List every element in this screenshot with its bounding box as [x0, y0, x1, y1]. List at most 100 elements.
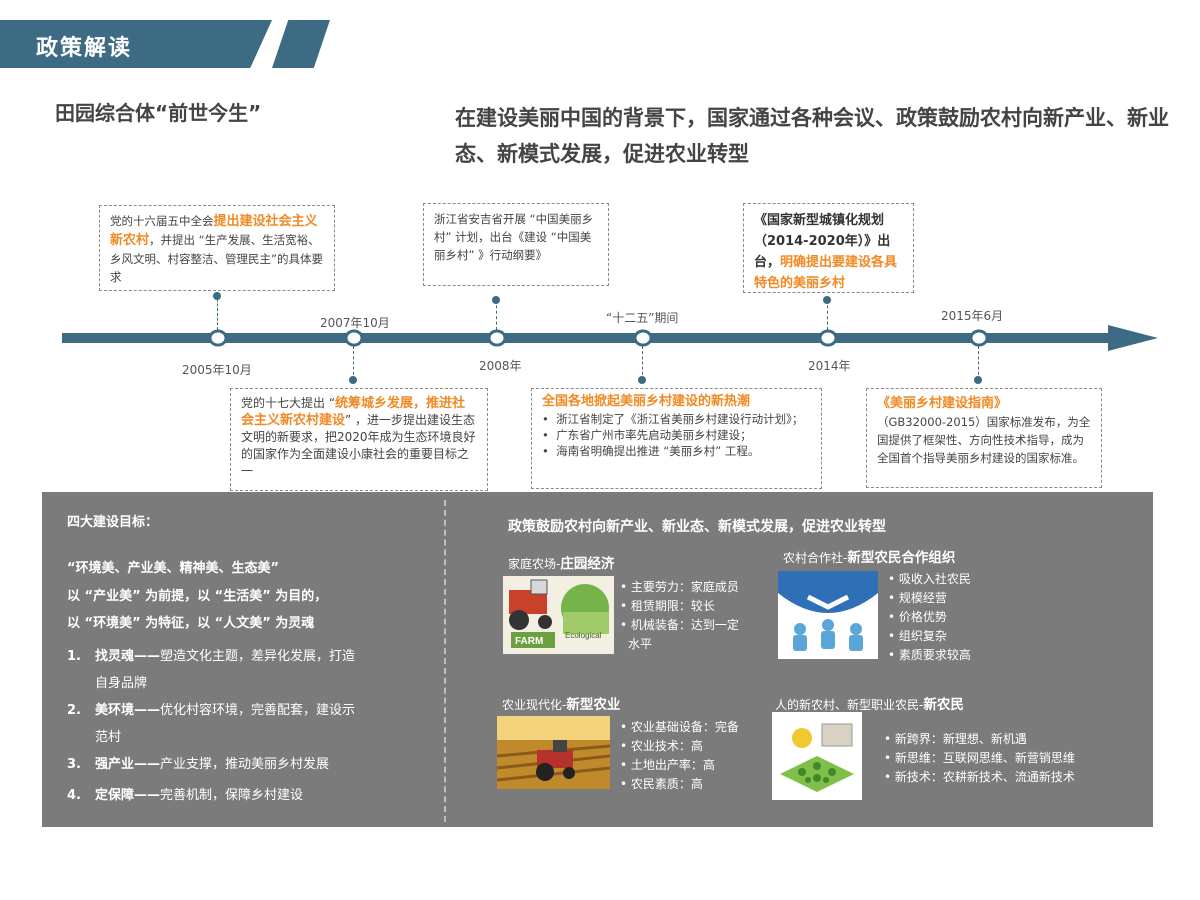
- list-item: • 主要劳力：家庭成员: [620, 580, 739, 594]
- header-banner-title: 政策解读: [36, 36, 133, 61]
- connector-2007: [353, 346, 354, 380]
- block-title-bold: 新型农民合作组织: [847, 550, 956, 566]
- block-title-family-farm: 家庭农场-庄园经济: [508, 552, 614, 572]
- connector-dot: [213, 292, 221, 300]
- event-box-12th-plan: 全国各地掀起美丽乡村建设的新热潮 • 浙江省制定了《浙江省美丽乡村建设行动计划》…: [531, 388, 822, 489]
- list-item-text: 价格优势: [898, 610, 947, 624]
- list-item: • 土地出产率：高: [620, 758, 715, 772]
- goal-number: 3.: [67, 757, 81, 772]
- goal-desc: 完善机制，保障乡村建设: [160, 788, 304, 803]
- block-title-bold: 庄园经济: [560, 556, 615, 572]
- block-list-family-farm: • 主要劳力：家庭成员 • 租赁期限：较长 • 机械装备：达到一定 水平: [620, 578, 760, 654]
- list-item: • 规模经营: [888, 591, 947, 605]
- list-item-text: 吸收入社农民: [898, 572, 971, 586]
- list-item: • 海南省明确提出推进 “美丽乡村” 工程。: [542, 444, 760, 458]
- block-title-bold: 新农民: [923, 697, 964, 713]
- event-text: 《国家新型城镇化规划（2014-2020年）》出台，: [754, 213, 891, 270]
- event-highlight: 《美丽乡村建设指南》: [877, 396, 1008, 411]
- connector-dot: [638, 376, 646, 384]
- year-2008: 2008年: [479, 359, 522, 373]
- section-title: 田园综合体“前世今生”: [55, 101, 262, 125]
- event-text: 浙江省安吉省开展 “中国美丽乡村” 计划，出台《建设 “中国美丽乡村” 》行动纲…: [434, 212, 594, 262]
- list-item: • 租赁期限：较长: [620, 599, 715, 613]
- list-item-text: 农业基础设备：完备: [630, 720, 739, 734]
- connector-dot: [823, 296, 831, 304]
- ecological-label: Ecological: [565, 631, 602, 640]
- block-title-prefix: 农业现代化-: [502, 698, 567, 712]
- block-title-new-farmers: 人的新农村、新型职业农民-新农民: [775, 693, 964, 713]
- right-heading: 政策鼓励农村向新产业、新业态、新模式发展，促进农业转型: [508, 519, 886, 535]
- block-title-prefix: 人的新农村、新型职业农民-: [775, 698, 924, 712]
- list-item: • 农民素质：高: [620, 777, 703, 791]
- event-box-2008: 浙江省安吉省开展 “中国美丽乡村” 计划，出台《建设 “中国美丽乡村” 》行动纲…: [423, 203, 609, 286]
- goal-key: 强产业——: [95, 757, 161, 772]
- goal-item: 1.找灵魂——塑造文化主题，差异化发展，打造 自身品牌: [67, 643, 432, 697]
- handshake-icon: [778, 571, 878, 659]
- event-text: 海南省明确提出推进 “美丽乡村” 工程。: [556, 444, 760, 458]
- year-2015: 2015年6月: [941, 309, 1004, 323]
- goals-line: 以 “环境美” 为特征，以 “人文美” 为灵魂: [67, 616, 315, 631]
- list-item: • 组织复杂: [888, 629, 947, 643]
- connector-2015: [978, 346, 979, 380]
- goal-number: 4.: [67, 788, 81, 803]
- event-text: 党的十六届五中全会: [110, 214, 214, 228]
- event-highlight: 统筹城乡发展，推进社会主义新农村建设: [241, 396, 466, 428]
- list-item: • 新思维：互联网思维、新营销思维: [884, 751, 1075, 765]
- goal-desc: 范村: [95, 730, 122, 745]
- header-banner: [0, 20, 272, 68]
- list-item-text: 主要劳力：家庭成员: [630, 580, 739, 594]
- list-item: • 价格优势: [888, 610, 947, 624]
- event-text: ，并提出 “生产发展、生活宽裕、乡风文明、村容整洁、管理民主”的具体要求: [110, 233, 323, 284]
- event-text: 浙江省制定了《浙江省美丽乡村建设行动计划》；: [556, 412, 804, 426]
- goal-desc: 自身品牌: [95, 676, 148, 691]
- event-box-2005: 党的十六届五中全会提出建设社会主义新农村，并提出 “生产发展、生活宽裕、乡风文明…: [99, 205, 335, 291]
- goal-key: 定保障——: [95, 788, 161, 803]
- connector-12th: [642, 346, 643, 380]
- block-title-prefix: 农村合作社-: [783, 551, 848, 565]
- goals-line: 以 “产业美” 为前提，以 “生活美” 为目的，: [67, 589, 328, 604]
- year-2005: 2005年10月: [182, 363, 252, 377]
- list-item: • 新跨界：新理想、新机遇: [884, 732, 1027, 746]
- event-box-2015: 《美丽乡村建设指南》 （GB32000-2015）国家标准发布，为全国提供了框架…: [866, 388, 1102, 488]
- goal-item: 4. 定保障——完善机制，保障乡村建设: [67, 785, 432, 807]
- list-item-text: 农民素质：高: [630, 777, 703, 791]
- goal-key: 美环境——: [95, 703, 161, 718]
- new-farmers-image: [772, 712, 862, 800]
- list-item-text: 机械装备：达到一定: [630, 618, 739, 632]
- goal-number: 2.: [67, 703, 81, 718]
- event-highlight: 明确提出要建设各具特色的美丽乡村: [754, 255, 898, 291]
- list-item: 水平: [620, 635, 760, 654]
- list-item: • 新技术：农耕新技术、流通新技术: [884, 770, 1075, 784]
- tractor-icon: FARM Ecological: [503, 576, 614, 654]
- list-item-text: 农业技术：高: [630, 739, 703, 753]
- cooperative-image: [778, 571, 878, 659]
- year-2014: 2014年: [808, 359, 851, 373]
- list-item-text: 规模经营: [898, 591, 947, 605]
- goal-item: 2.美环境——优化村容环境，完善配套，建设示 范村: [67, 697, 432, 751]
- goal-desc: 产业支撑，推动美丽乡村发展: [160, 757, 330, 772]
- list-item: • 农业基础设备：完备: [620, 720, 739, 734]
- year-2007: 2007年10月: [320, 316, 390, 330]
- event-highlight: 全国各地掀起美丽乡村建设的新热潮: [542, 394, 751, 409]
- panel-divider: [444, 500, 446, 822]
- list-item: • 广东省广州市率先启动美丽乡村建设；: [542, 428, 752, 442]
- block-list-new-farmers: • 新跨界：新理想、新机遇 • 新思维：互联网思维、新营销思维 • 新技术：农耕…: [884, 730, 1114, 787]
- list-item-text: 水平: [628, 637, 653, 651]
- list-item: • 浙江省制定了《浙江省美丽乡村建设行动计划》；: [542, 412, 804, 426]
- event-text: （GB32000-2015）国家标准发布，为全国提供了框架性、方向性技术指导，成…: [877, 415, 1091, 465]
- list-item: • 机械装备：达到一定: [620, 618, 739, 632]
- event-text: 广东省广州市率先启动美丽乡村建设；: [556, 428, 752, 442]
- list-item-text: 新思维：互联网思维、新营销思维: [894, 751, 1075, 765]
- goals-slogan: “环境美、产业美、精神美、生态美”: [67, 561, 280, 576]
- block-list-cooperative: • 吸收入社农民 • 规模经营 • 价格优势 • 组织复杂 • 素质要求较高: [888, 570, 1028, 665]
- event-text: ” ，进一步提出建设生态文明的新要求，把2020年成为生态环境良好的国家作为全面…: [241, 413, 476, 478]
- event-highlight: 提出建设社会主义新农村: [110, 214, 318, 248]
- smart-farm-icon: [772, 712, 862, 800]
- block-title-prefix: 家庭农场-: [508, 557, 561, 571]
- goal-item: 3. 强产业——产业支撑，推动美丽乡村发展: [67, 754, 432, 776]
- list-item: • 吸收入社农民: [888, 572, 971, 586]
- connector-dot: [974, 376, 982, 384]
- goals-heading: 四大建设目标：: [67, 515, 159, 530]
- list-item: • 素质要求较高: [888, 648, 971, 662]
